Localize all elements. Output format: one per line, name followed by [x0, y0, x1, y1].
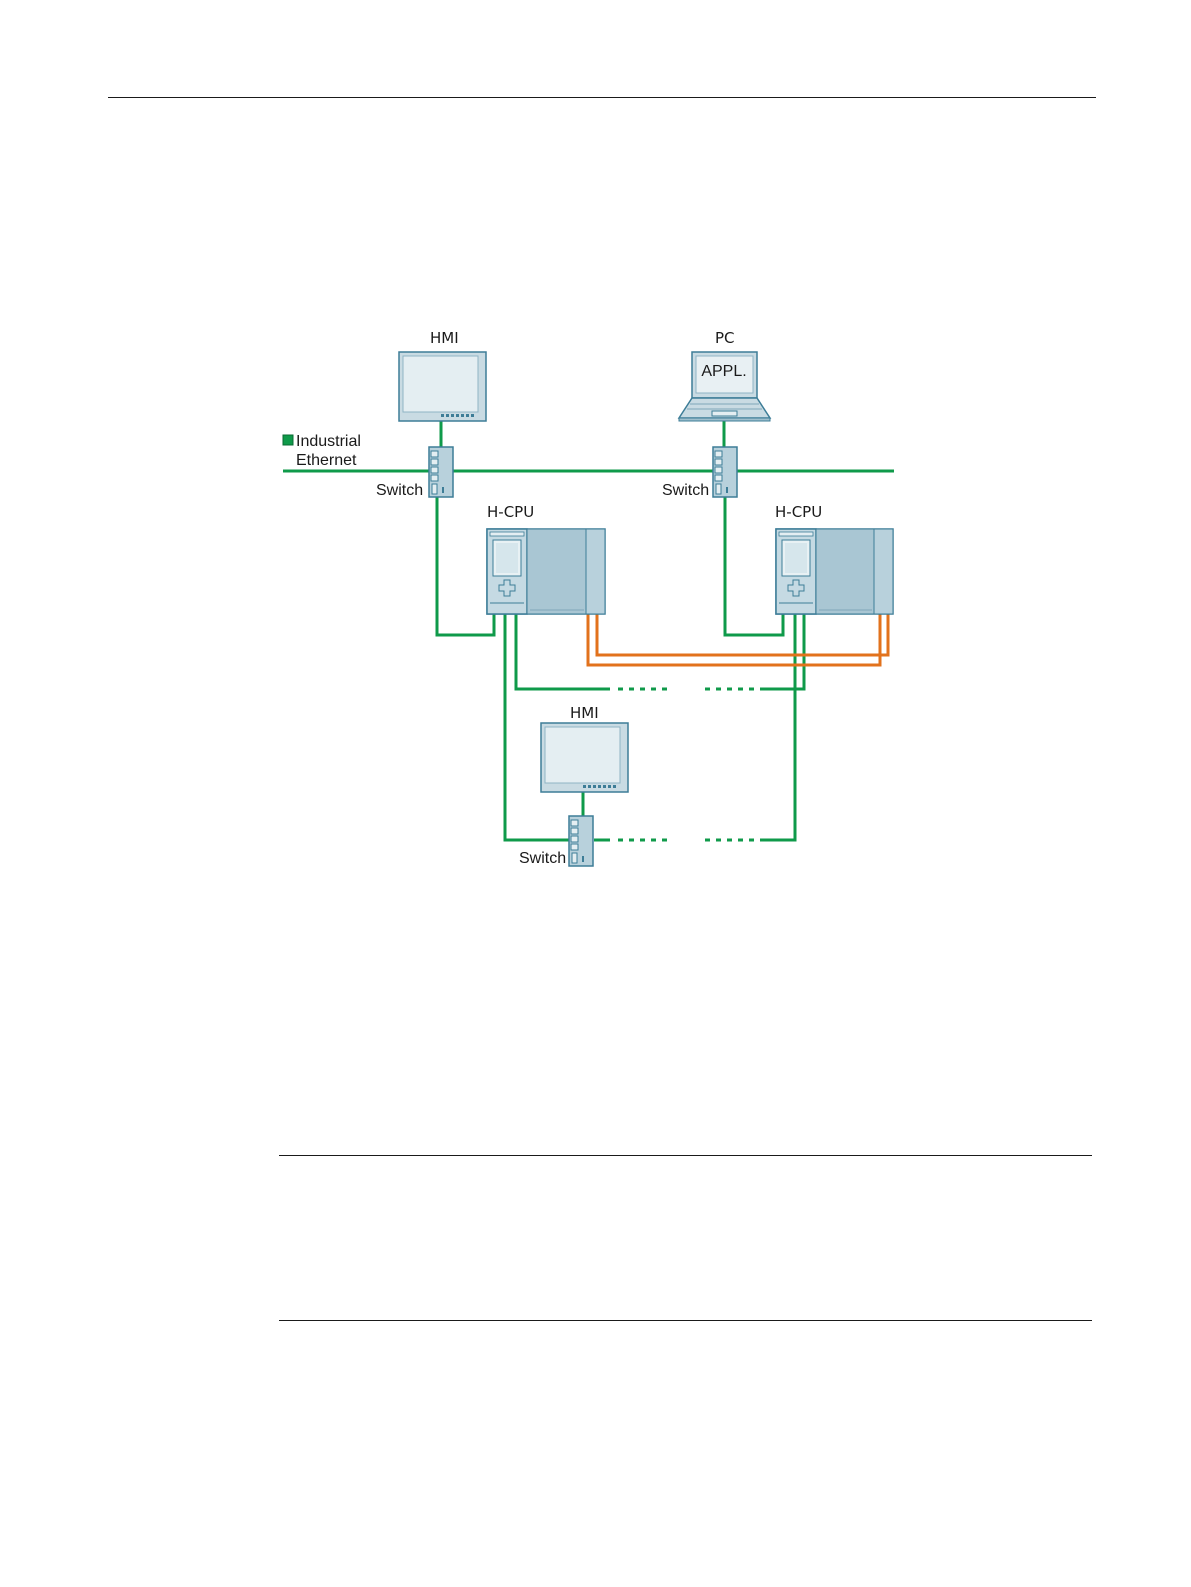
legend: Industrial Ethernet	[283, 433, 361, 469]
switch-left: Switch	[376, 447, 453, 499]
hmi-top-label: HMI	[430, 329, 459, 347]
switch-left-to-cpu-left	[437, 497, 494, 635]
switch-left-label: Switch	[376, 482, 423, 499]
cpu-right-to-bottom-line	[760, 614, 795, 840]
sync-lines	[588, 614, 888, 665]
cpu-right: H-CPU	[775, 503, 893, 614]
hmi-bottom: HMI	[541, 704, 628, 792]
legend-swatch	[283, 435, 293, 445]
hmi-top: HMI	[399, 329, 486, 421]
sync-link-1	[588, 614, 880, 665]
pc-label: PC	[715, 329, 735, 347]
switch-right-label: Switch	[662, 482, 709, 499]
pc: PC APPL.	[679, 329, 770, 421]
cpu-left-label: H-CPU	[487, 503, 534, 521]
switch-bottom-label: Switch	[519, 850, 566, 867]
pc-screen-label: APPL.	[701, 363, 746, 380]
legend-label-line2: Ethernet	[296, 452, 357, 469]
legend-label-line1: Industrial	[296, 433, 361, 450]
cpu-right-label: H-CPU	[775, 503, 822, 521]
hmi-bottom-label: HMI	[570, 704, 599, 722]
switch-right: Switch	[662, 447, 737, 499]
cpu-left: H-CPU	[487, 503, 605, 614]
